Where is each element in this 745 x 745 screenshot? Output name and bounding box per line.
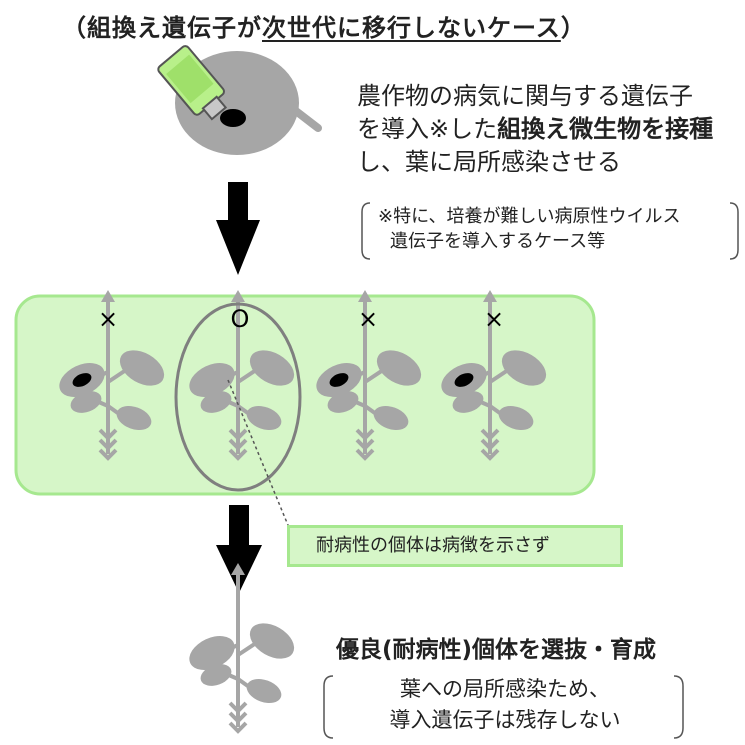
resistance-callout: 耐病性の個体は病徴を示さず (287, 525, 623, 567)
inoculation-line1: 農作物の病気に関与する遺伝子 (357, 82, 693, 110)
plant-mark: O (231, 305, 250, 333)
title-prefix: （組換え遺伝子が (62, 14, 262, 42)
result-bracket-right (673, 675, 684, 739)
page-title: （組換え遺伝子が次世代に移行しないケース） (62, 8, 586, 43)
inoculation-line2-plain: を導入※した (357, 115, 498, 143)
result-note: 葉への局所感染ため、 導入遺伝子は残存しない (322, 672, 685, 740)
plant-mark: × (484, 305, 504, 333)
plant-mark: × (98, 305, 118, 333)
inoculation-bottle-icon (157, 45, 228, 121)
inoculation-line2-bold: 組換え微生物を接種 (497, 115, 714, 143)
inoculation-description: 農作物の病気に関与する遺伝子 を導入※した組換え微生物を接種 し、葉に局所感染さ… (357, 80, 713, 179)
plant-panel (14, 294, 596, 496)
result-title: 優良(耐病性)個体を選抜・育成 (336, 637, 657, 663)
selection-ring (174, 302, 302, 492)
title-underlined: 次世代に移行しないケース (262, 14, 561, 42)
inoculation-line3: し、葉に局所感染させる (357, 148, 621, 176)
note-line2: 遺伝子を導入するケース等 (390, 231, 606, 252)
down-arrow-icon (216, 182, 260, 275)
plant-selected (181, 561, 303, 733)
plant-infected-2 (308, 288, 430, 460)
note-bracket-right (729, 202, 739, 260)
note-line1: ※特に、培養が難しい病原性ウイルス (378, 206, 681, 227)
plant-mark: × (358, 305, 378, 333)
plant-infected-3 (433, 288, 555, 460)
virus-note: ※特に、培養が難しい病原性ウイルス 遺伝子を導入するケース等 (362, 200, 744, 258)
title-suffix: ） (560, 14, 586, 42)
result-bracket-left (323, 675, 334, 739)
inoculation-line2: を導入※した組換え微生物を接種 (357, 113, 713, 146)
plant-infected-1 (51, 288, 173, 460)
note-bracket-left (361, 202, 371, 260)
result-note-line1: 葉への局所感染ため、 (400, 677, 610, 701)
result-note-line2: 導入遺伝子は残存しない (389, 708, 621, 732)
